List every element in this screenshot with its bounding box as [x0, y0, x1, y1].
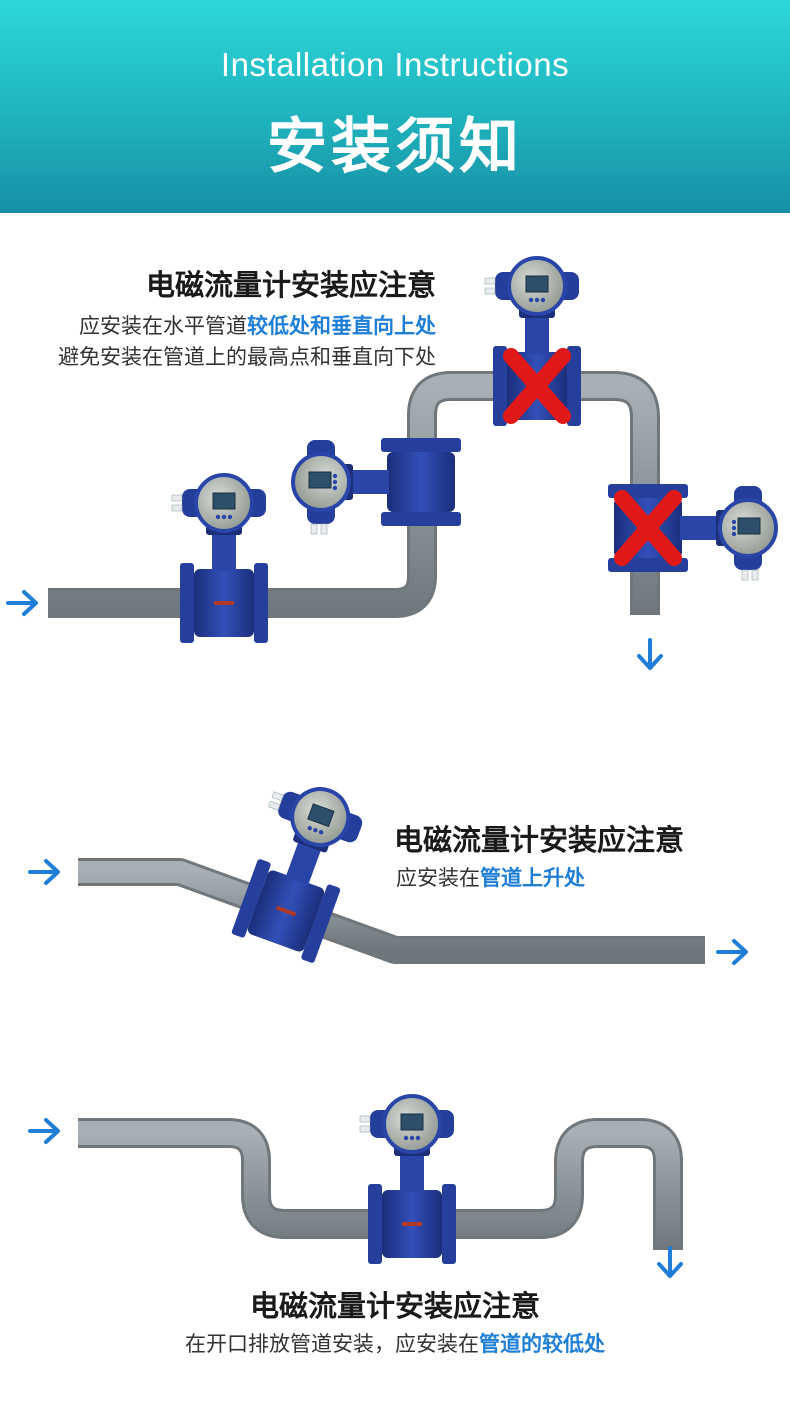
section-2-line-1-plain: 应安装在 [396, 866, 480, 890]
section-1-line-2: 避免安装在管道上的最高点和垂直向下处 [58, 345, 436, 369]
header-banner: Installation Instructions 安装须知 [0, 0, 790, 213]
section-3-line-1-highlight: 管道的较低处 [479, 1332, 605, 1356]
section-2-line-1: 应安装在管道上升处 [396, 862, 585, 892]
arrow-right-icon [6, 590, 38, 616]
section-2-line-1-highlight: 管道上升处 [480, 866, 585, 890]
pipe-section-2 [78, 858, 705, 964]
arrow-down-icon [637, 638, 663, 670]
meter-vertical-up [291, 436, 463, 536]
section-1-title: 电磁流量计安装应注意 [145, 268, 436, 302]
arrow-right-icon [716, 939, 748, 965]
arrow-right-icon [28, 859, 60, 885]
section-1-line-1-plain: 应安装在水平管道 [79, 314, 247, 338]
pipe-section-1 [48, 371, 660, 618]
pipe-section-3 [78, 1118, 683, 1250]
section-3-line-1-plain: 在开口排放管道安装，应安装在 [185, 1332, 479, 1356]
section-3-title: 电磁流量计安装应注意 [249, 1289, 540, 1323]
arrow-right-icon [28, 1118, 60, 1144]
arrow-down-icon [657, 1246, 683, 1278]
meter-vertical-down-wrong [606, 482, 778, 582]
meter-low-horizontal [170, 473, 270, 645]
section-1-line-1: 应安装在水平管道较低处和垂直向上处 [79, 310, 436, 340]
section-3-line-1: 在开口排放管道安装，应安装在管道的较低处 [0, 1328, 790, 1358]
header-title-cn: 安装须知 [267, 112, 523, 182]
section-1-line-1-highlight: 较低处和垂直向上处 [247, 314, 436, 338]
meter-low-point [358, 1094, 458, 1266]
section-2-title: 电磁流量计安装应注意 [394, 823, 685, 857]
header-title-en: Installation Instructions [220, 46, 570, 83]
